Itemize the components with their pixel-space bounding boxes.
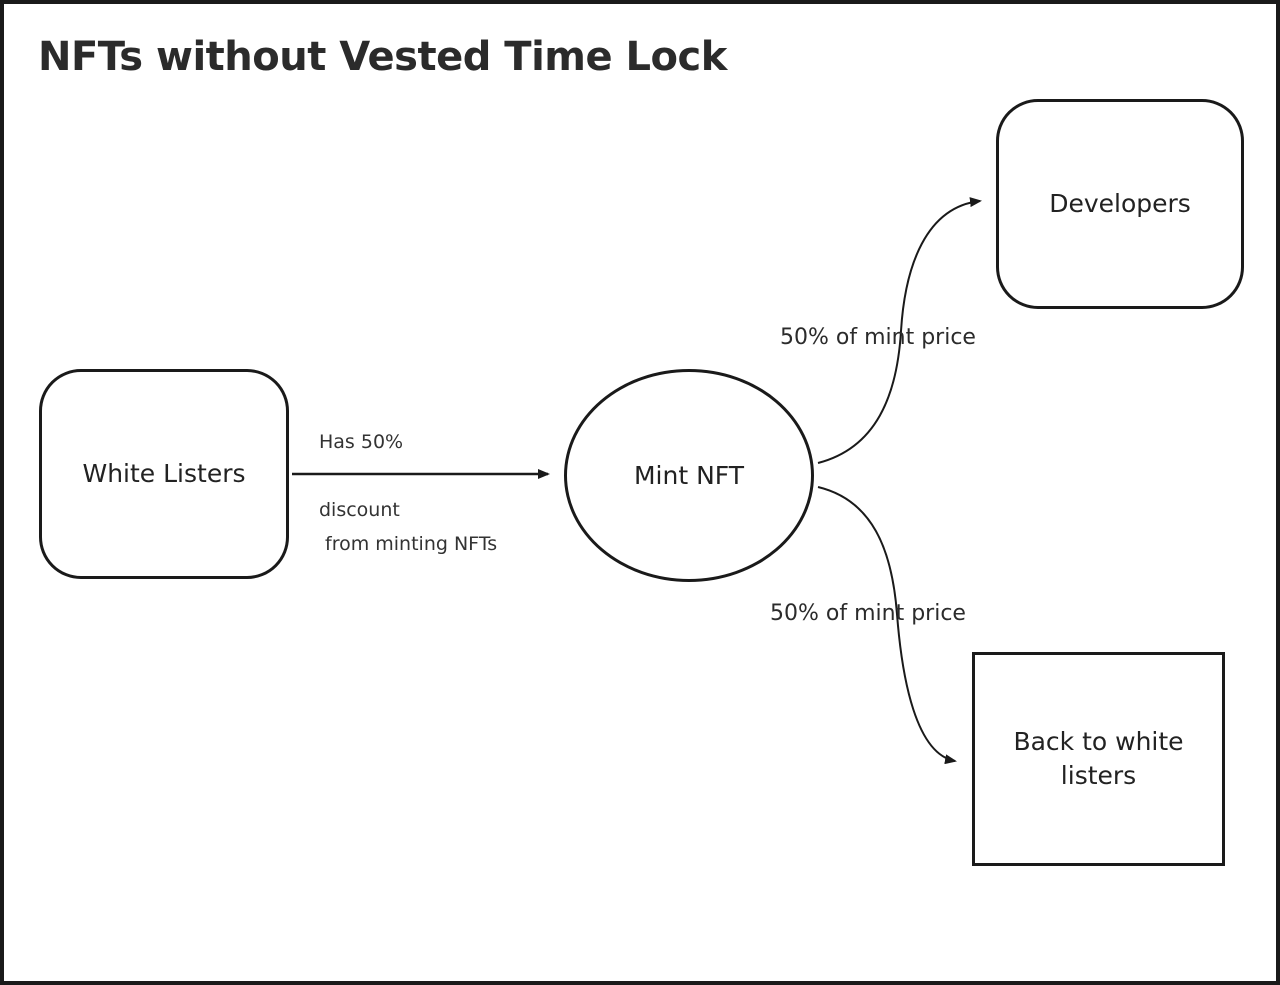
node-back-to-white-listers-label: Back to white listers: [1013, 727, 1184, 790]
node-developers-label: Developers: [1049, 189, 1191, 219]
edge-label-from-minting-nfts: from minting NFTs: [325, 533, 498, 555]
node-back-to-white-listers: Back to white listers: [972, 652, 1225, 866]
node-white-listers: White Listers: [39, 369, 289, 579]
edge-label-discount: discount: [319, 499, 400, 521]
edge-label-has-50-percent: Has 50%: [319, 431, 404, 453]
edge-label-mint-to-back-listers: 50% of mint price: [770, 601, 966, 626]
edge-label-mint-to-developers: 50% of mint price: [780, 325, 976, 350]
node-mint-nft-label: Mint NFT: [633, 460, 745, 490]
node-mint-nft: Mint NFT: [564, 369, 814, 582]
page-title: NFTs without Vested Time Lock: [38, 34, 727, 80]
node-developers: Developers: [996, 99, 1244, 309]
node-white-listers-label: White Listers: [82, 459, 246, 489]
